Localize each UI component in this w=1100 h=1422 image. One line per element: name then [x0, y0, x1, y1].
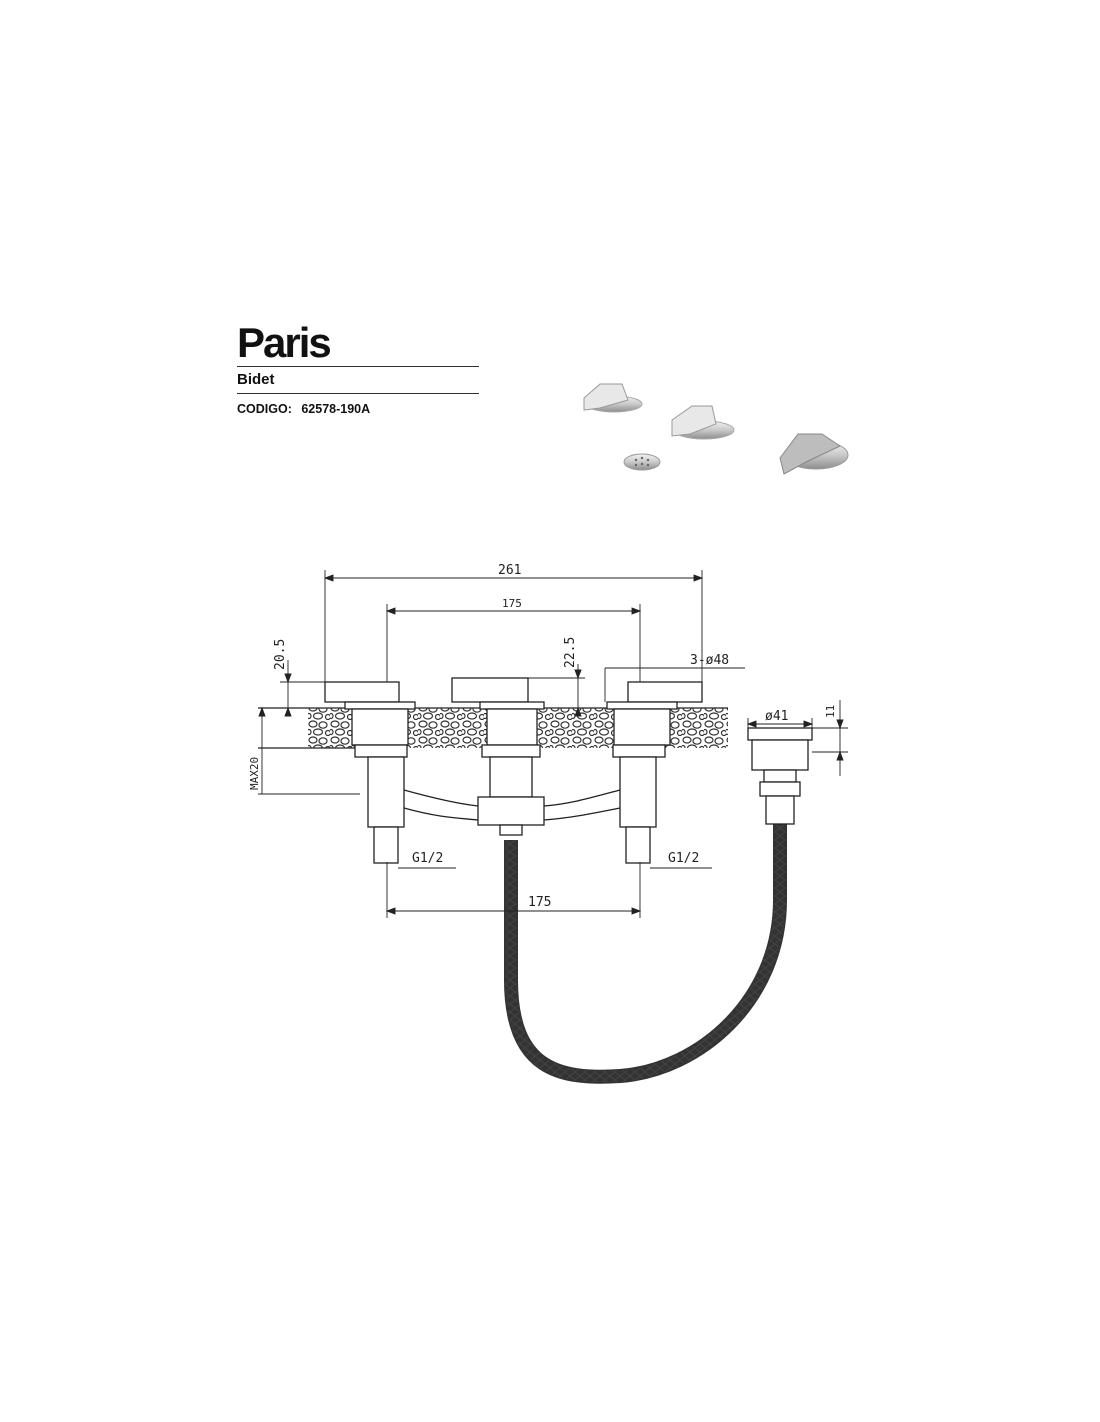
label-thread-right: G1/2 [668, 851, 699, 866]
connection-pipe [543, 789, 621, 821]
label-drain-diameter: ø41 [765, 709, 788, 724]
spray-nozzle-icon [623, 453, 661, 471]
label-175-top: 175 [502, 597, 522, 610]
thread-leader-right [639, 862, 712, 918]
thread-leader-left [386, 862, 456, 918]
handle-icon [671, 405, 735, 440]
dimension-20-5 [280, 660, 325, 717]
product-name: Paris [237, 319, 332, 366]
label-base-diameter: 3-ø48 [690, 653, 729, 668]
title-divider [237, 366, 479, 367]
connection-pipe [403, 789, 479, 821]
dimension-max20 [258, 706, 360, 795]
label-22-5: 22.5 [563, 637, 578, 668]
code-label: CODIGO: [237, 402, 292, 416]
dimension-base-diameter [604, 667, 745, 702]
right-valve [606, 681, 703, 864]
product-header: Paris Bidet CODIGO: 62578-190A [237, 320, 479, 416]
left-valve [324, 681, 416, 864]
dimension-drain-height [812, 700, 848, 776]
knob-icon [779, 433, 849, 475]
label-261: 261 [498, 563, 521, 578]
product-type: Bidet [237, 371, 275, 388]
dimension-261 [323, 570, 704, 682]
handle-icon [583, 383, 643, 413]
label-max20: MAX20 [248, 757, 261, 790]
label-thread-left: G1/2 [412, 851, 443, 866]
product-code: CODIGO: 62578-190A [237, 402, 479, 416]
dimension-22-5 [528, 664, 585, 717]
drain-fitting [747, 727, 813, 825]
dimension-175-top [385, 604, 642, 682]
product-photo [583, 383, 849, 475]
label-175-bottom: 175 [528, 895, 551, 910]
dimension-drain-diameter [746, 718, 814, 728]
label-drain-height: 11 [824, 705, 837, 718]
center-spout [451, 677, 545, 836]
label-20-5: 20.5 [273, 639, 288, 670]
subtitle-divider [237, 393, 479, 394]
dimension-175-bottom [385, 907, 642, 915]
code-value: 62578-190A [301, 402, 371, 416]
